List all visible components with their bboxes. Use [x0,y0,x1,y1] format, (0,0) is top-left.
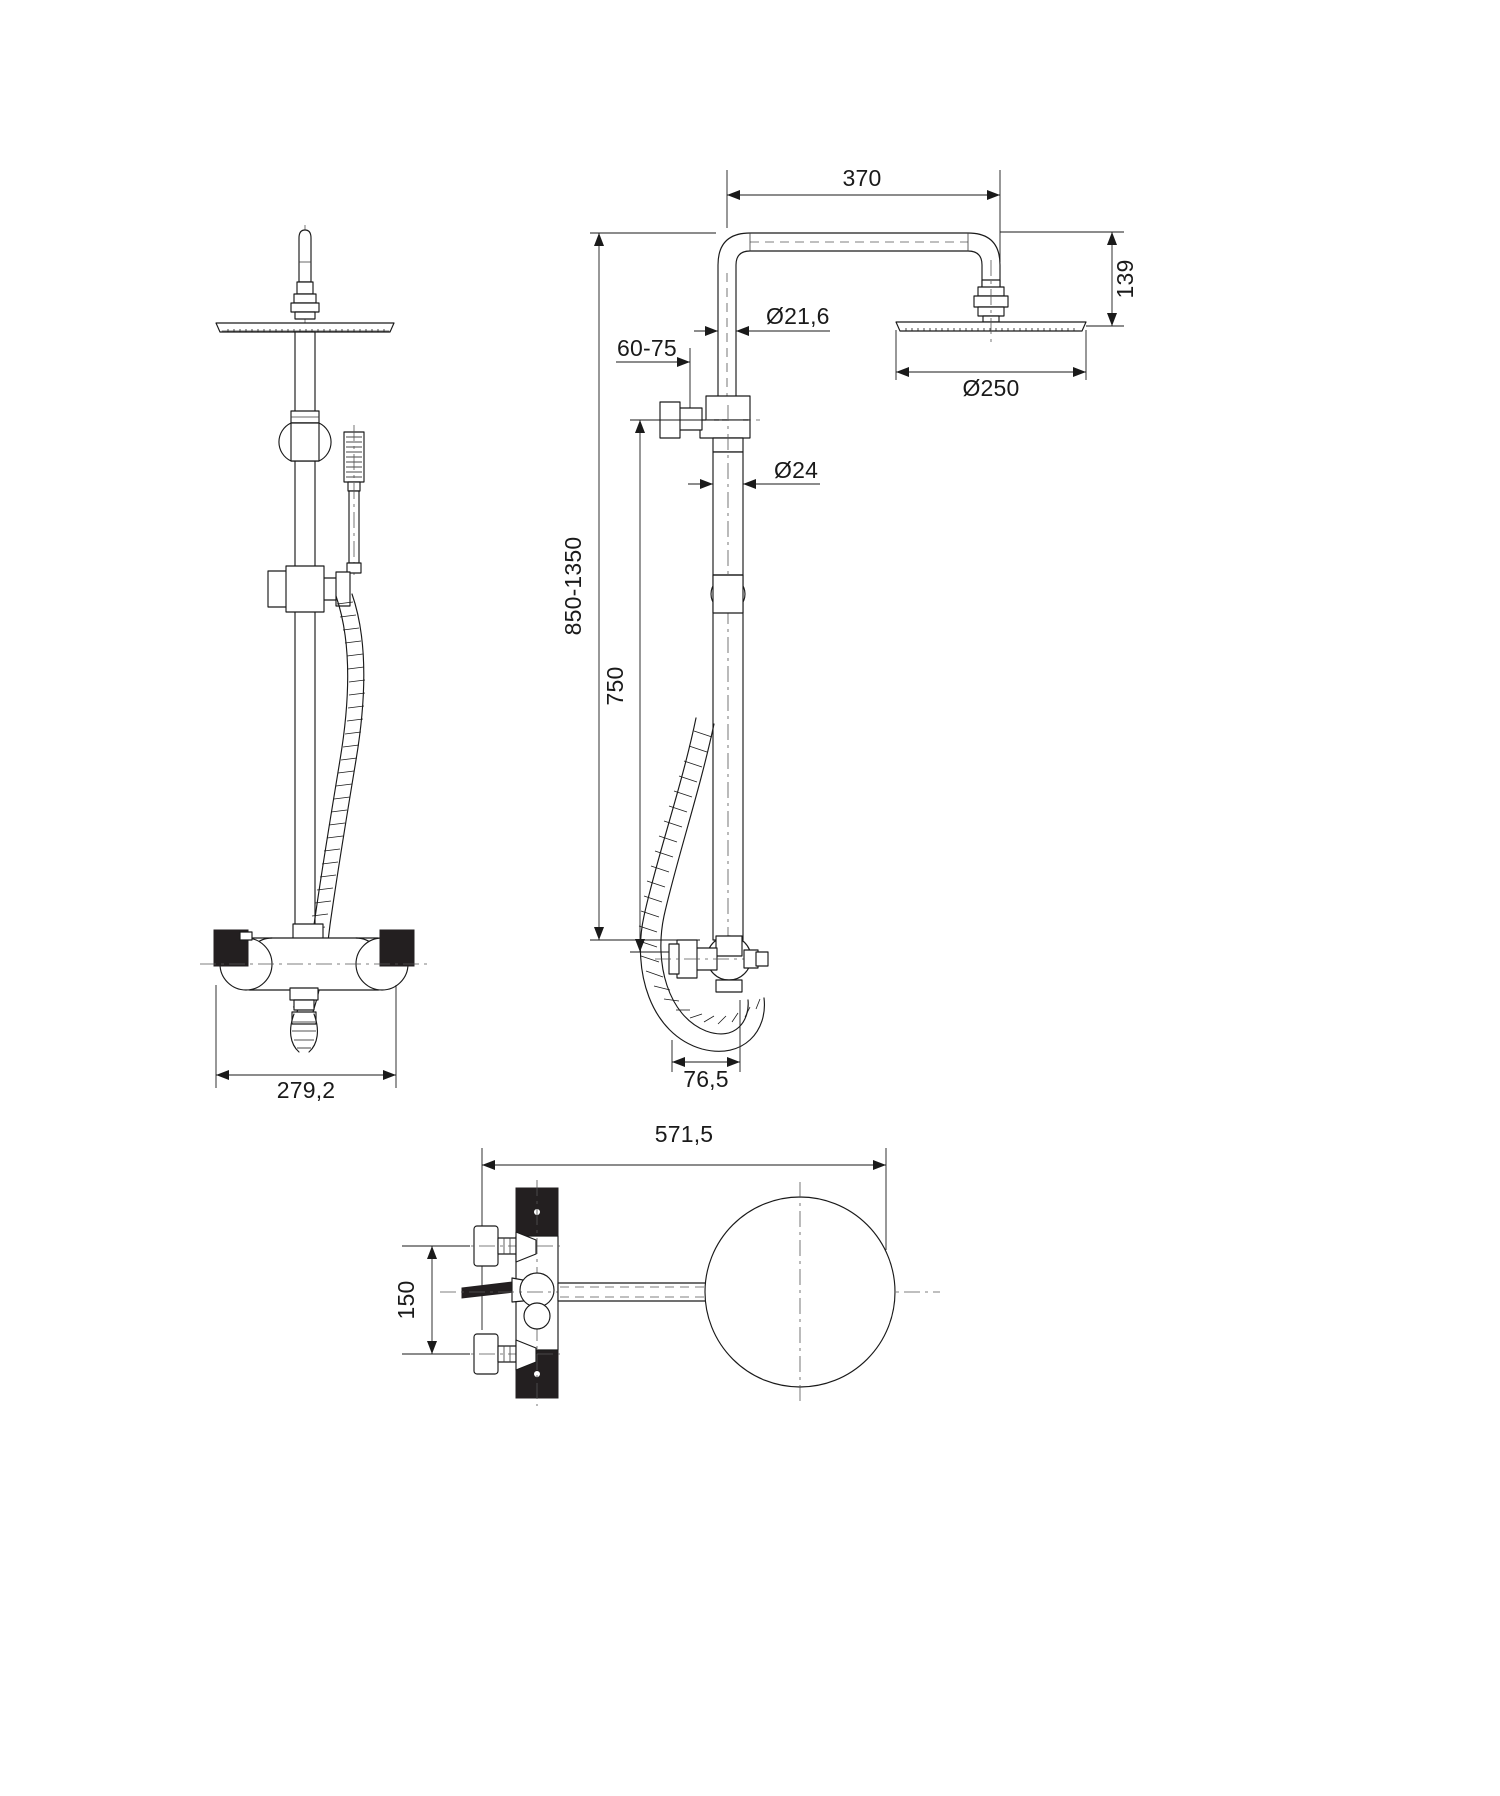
dim-mixer-to-slider-label: 750 [602,667,628,706]
side-shower-arm [717,232,1001,403]
side-elevation-view: 370 139 Ø21,6 Ø250 [560,165,1138,1092]
dim-total-height-label: 850-1350 [560,537,586,636]
dim-riser-diameter-label: Ø24 [774,457,818,483]
dim-arm-length-label: 370 [843,165,882,191]
side-mixer-body [655,935,769,993]
dim-arm-diameter: Ø21,6 [694,303,830,336]
side-shower-hose [638,717,765,1052]
dim-wall-offset-label: 60-75 [617,335,677,361]
side-slider-ring [710,574,746,614]
front-hose-tail [289,1013,319,1053]
dim-front-width: 279,2 [215,985,397,1103]
dim-total-height: 850-1350 [560,232,716,941]
dim-head-height: 139 [1000,231,1138,327]
dim-head-height-label: 139 [1112,260,1138,299]
dim-arm-diameter-label: Ø21,6 [766,303,830,329]
dim-plan-depth-label: 571,5 [655,1121,714,1147]
dim-hose-loop-width: 76,5 [671,1000,741,1092]
dim-front-width-label: 279,2 [277,1077,336,1103]
dim-mixer-to-slider: 750 [602,419,706,953]
dim-head-diameter-label: Ø250 [962,375,1019,401]
front-upper-nozzle [290,229,320,320]
front-holder-bracket [267,565,351,613]
front-slider-ring [278,410,332,462]
front-hand-shower [343,425,365,575]
dim-mixer-spread-label: 150 [393,1281,419,1320]
dim-plan-depth: 571,5 [481,1121,887,1330]
plan-shower-head-circle [704,1182,896,1402]
front-elevation-view: 279,2 [200,225,428,1103]
dim-riser-diameter: Ø24 [688,457,820,489]
dim-wall-offset: 60-75 [616,335,691,408]
top-plan-view: 571,5 [393,1121,940,1406]
dim-head-diameter: Ø250 [895,330,1087,401]
side-riser-bar [712,405,744,960]
front-shower-head-plate [215,322,395,333]
dim-hose-loop-width-label: 76,5 [683,1066,729,1092]
dim-arm-length: 370 [726,165,1001,262]
front-mixer-body [200,923,428,1011]
dim-mixer-spread: 150 [393,1245,470,1355]
side-diverter-block [640,395,760,453]
side-shower-head-plate [895,260,1087,346]
